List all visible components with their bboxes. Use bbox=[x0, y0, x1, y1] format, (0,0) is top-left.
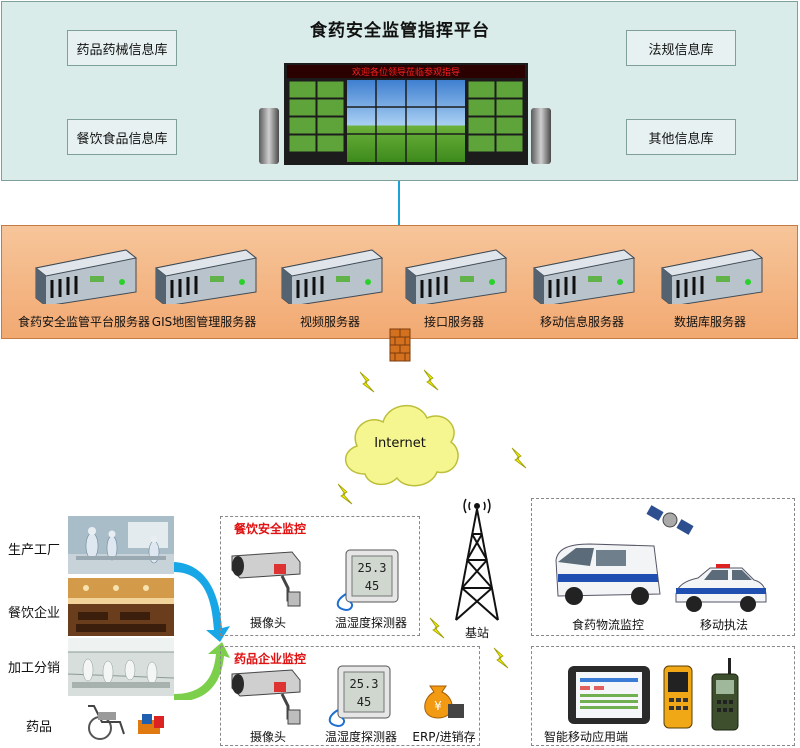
factory-photo bbox=[68, 516, 174, 574]
speaker-left-icon bbox=[259, 108, 279, 164]
speaker-right-icon bbox=[531, 108, 551, 164]
source-drugs-label: 药品 bbox=[26, 720, 53, 735]
mobile-vehicles-box bbox=[531, 498, 795, 636]
firewall-icon bbox=[389, 328, 411, 362]
link-line bbox=[398, 181, 400, 225]
db-other[interactable]: 其他信息库 bbox=[626, 119, 736, 155]
logistics-label: 食药物流监控 bbox=[571, 618, 644, 632]
server-label: 接口服务器 bbox=[423, 315, 484, 329]
platform-title: 食药安全监管指挥平台 bbox=[310, 21, 490, 41]
flow-arrows bbox=[174, 562, 230, 700]
bolt-icon bbox=[423, 369, 439, 391]
base-station-label: 基站 bbox=[464, 626, 489, 640]
svg-text:¥: ¥ bbox=[434, 699, 442, 713]
db-catering-food-label: 餐饮食品信息库 bbox=[76, 131, 168, 147]
thermo-hygrometer-icon: 25.3 45 bbox=[328, 665, 391, 728]
money-bag-icon: ¥ bbox=[424, 685, 464, 719]
drug-monitor-box bbox=[220, 646, 480, 746]
internet-cloud-icon: Internet bbox=[345, 404, 459, 487]
server-icon bbox=[532, 249, 636, 304]
drug-camera-label: 摄像头 bbox=[249, 730, 286, 744]
db-regulations[interactable]: 法规信息库 bbox=[626, 30, 736, 66]
thermo-hygrometer-icon: 25.3 45 bbox=[336, 549, 399, 612]
db-catering-food[interactable]: 餐饮食品信息库 bbox=[67, 119, 177, 155]
bolt-icon bbox=[429, 617, 445, 639]
server-label: 视频服务器 bbox=[299, 315, 360, 329]
internet-label: Internet bbox=[374, 436, 426, 451]
camera-icon bbox=[231, 669, 301, 725]
server-icon bbox=[154, 249, 258, 304]
server-label: GIS地图管理服务器 bbox=[151, 315, 257, 329]
server-icon bbox=[280, 249, 384, 304]
bolt-icon bbox=[493, 647, 509, 669]
wheelchair-medicine-icon bbox=[88, 705, 164, 740]
sensor-temp: 25.3 bbox=[350, 677, 379, 691]
catering-sensor-label: 温湿度探测器 bbox=[334, 616, 407, 630]
rugged-phone-icon bbox=[663, 665, 693, 729]
base-station-tower-icon bbox=[455, 498, 499, 621]
tablet-icon bbox=[568, 666, 650, 724]
restaurant-photo bbox=[68, 578, 174, 636]
enforcement-label: 移动执法 bbox=[699, 618, 748, 632]
blue-arrow-icon bbox=[174, 562, 230, 642]
drug-sensor-label: 温湿度探测器 bbox=[324, 730, 397, 744]
video-wall-icon: 欢迎各位领导莅临参观指导 bbox=[259, 63, 551, 165]
source-factory-label: 生产工厂 bbox=[8, 543, 61, 558]
bolt-icon bbox=[359, 371, 375, 393]
drug-monitor-title: 药品企业监控 bbox=[234, 652, 307, 666]
mobile-app-label: 智能移动应用端 bbox=[543, 730, 628, 744]
server-label: 食药安全监管平台服务器 bbox=[17, 315, 150, 329]
sensor-hum: 45 bbox=[365, 579, 379, 593]
server-icon bbox=[34, 249, 138, 304]
camera-icon bbox=[231, 551, 301, 607]
source-catering-label: 餐饮企业 bbox=[8, 606, 61, 621]
server-icon bbox=[404, 249, 508, 304]
satellite-icon bbox=[646, 505, 694, 535]
green-arrow-icon bbox=[174, 642, 230, 700]
led-banner: 欢迎各位领导莅临参观指导 bbox=[352, 66, 460, 78]
server-label: 数据库服务器 bbox=[673, 315, 746, 329]
db-regulations-label: 法规信息库 bbox=[648, 42, 714, 58]
logistics-van-icon bbox=[555, 543, 661, 605]
bolt-icon bbox=[511, 447, 527, 469]
server-label: 移动信息服务器 bbox=[539, 315, 624, 329]
sensor-hum: 45 bbox=[357, 695, 371, 709]
handheld-radio-icon bbox=[711, 658, 739, 731]
catering-camera-label: 摄像头 bbox=[249, 616, 286, 630]
catering-monitor-box bbox=[220, 516, 420, 636]
erp-label: ERP/进销存 bbox=[412, 730, 476, 744]
source-processing-label: 加工分销 bbox=[8, 661, 61, 676]
server-icon bbox=[660, 249, 764, 304]
processing-line-photo bbox=[68, 638, 174, 696]
catering-monitor-title: 餐饮安全监控 bbox=[234, 522, 307, 536]
db-drug-device-label: 药品药械信息库 bbox=[76, 42, 168, 58]
mobile-app-box bbox=[531, 646, 795, 746]
sensor-temp: 25.3 bbox=[358, 561, 387, 575]
db-drug-device[interactable]: 药品药械信息库 bbox=[67, 30, 177, 66]
db-other-label: 其他信息库 bbox=[648, 131, 714, 147]
enforcement-car-icon bbox=[675, 564, 767, 612]
